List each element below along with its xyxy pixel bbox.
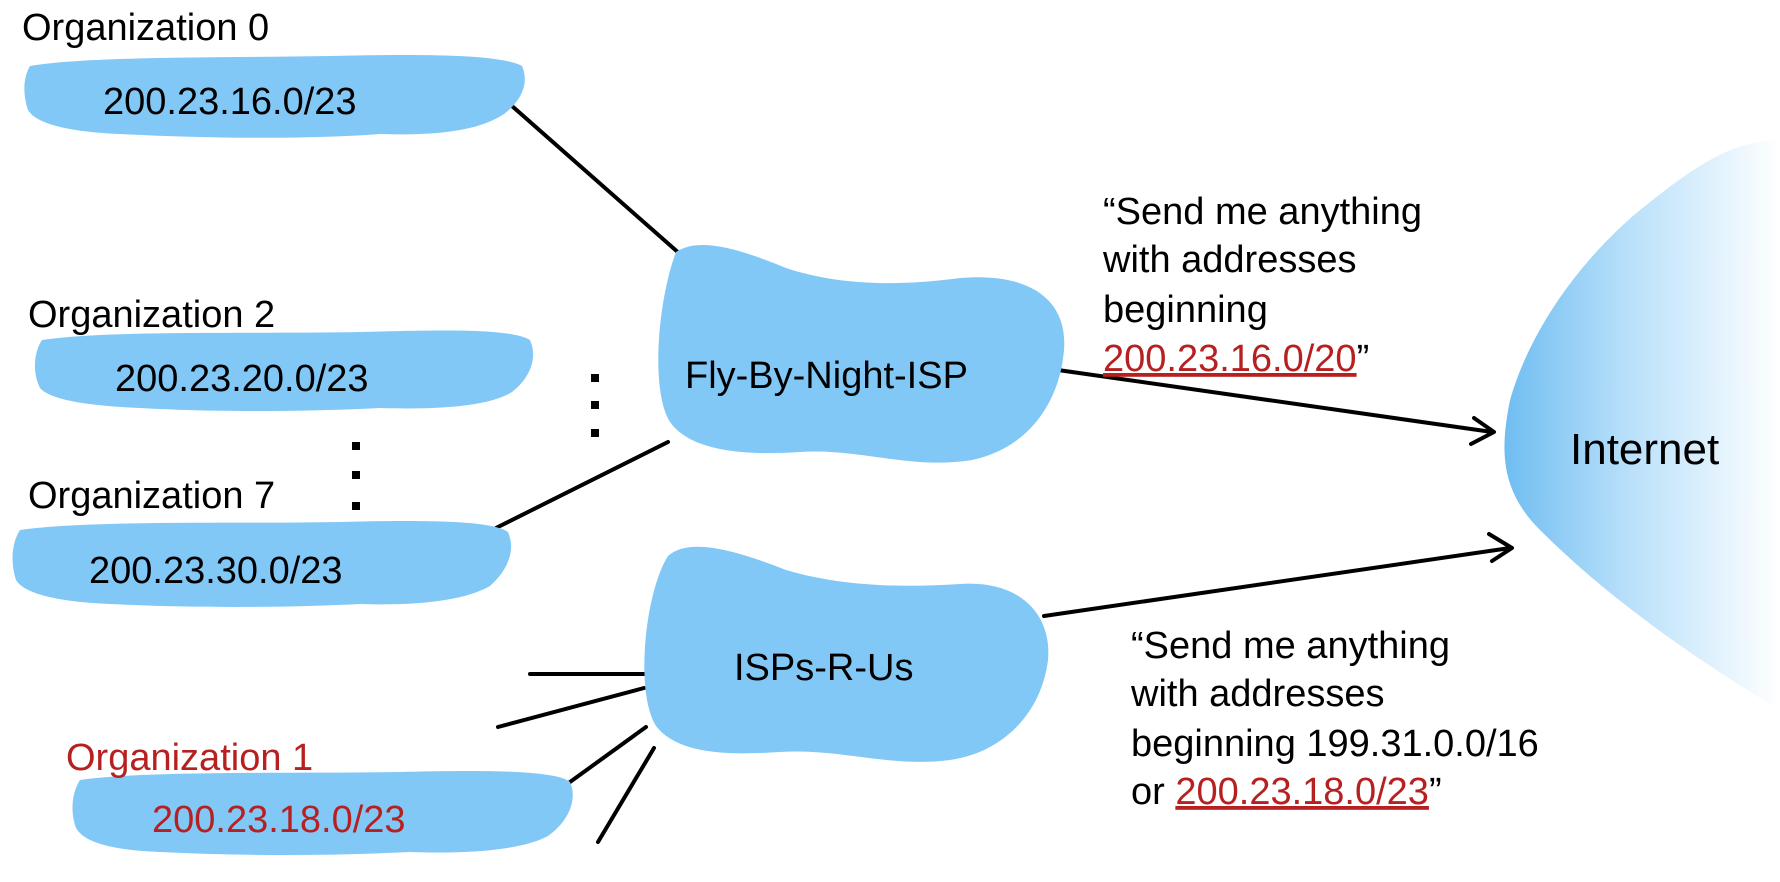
fly-by-night-isp-label: Fly-By-Night-ISP xyxy=(685,355,968,397)
org2-label: Organization 2 xyxy=(28,294,275,336)
org1-prefix: 200.23.18.0/23 xyxy=(152,799,406,841)
org0-cloud xyxy=(24,55,525,138)
isprus-advertisement-line2: with addresses xyxy=(1130,673,1384,715)
link-org1-isprus xyxy=(568,725,648,784)
org0-prefix: 200.23.16.0/23 xyxy=(103,81,357,123)
arrow-fbn-internet xyxy=(1056,368,1494,434)
org7-prefix: 200.23.30.0/23 xyxy=(89,550,343,592)
arrow-head-isprus xyxy=(1487,532,1514,563)
fbn-advertisement-prefix-line: 200.23.16.0/20” xyxy=(1103,338,1369,380)
fbn-advertisement-line3: beginning xyxy=(1103,289,1268,331)
ellipsis-dot xyxy=(591,374,599,382)
link-isprus-stub-3 xyxy=(596,746,656,844)
fly-by-night-isp-cloud xyxy=(658,244,1065,463)
ellipsis-dot xyxy=(591,401,599,409)
isprus-advertised-prefix: 200.23.18.0/23 xyxy=(1175,771,1429,813)
org2-prefix: 200.23.20.0/23 xyxy=(115,358,369,400)
link-org0-fbn xyxy=(510,104,682,256)
link-isprus-stub-2 xyxy=(496,686,646,729)
isprus-advertisement-line3: beginning 199.31.0.0/16 xyxy=(1131,723,1539,765)
fbn-advertised-prefix: 200.23.16.0/20 xyxy=(1103,338,1357,380)
fbn-close-quote: ” xyxy=(1357,338,1370,380)
ellipsis-dot xyxy=(352,442,360,450)
ellipsis-dot xyxy=(352,502,360,510)
org7-label: Organization 7 xyxy=(28,475,275,517)
internet-label: Internet xyxy=(1570,425,1719,474)
isprus-close-quote: ” xyxy=(1429,771,1442,813)
org7-cloud xyxy=(12,521,512,607)
arrow-isprus-internet xyxy=(1042,546,1512,618)
internet-cloud xyxy=(1504,140,1780,710)
org1-label: Organization 1 xyxy=(66,737,313,779)
org0-label: Organization 0 xyxy=(22,7,269,49)
link-org7-fbn xyxy=(494,440,670,530)
isprus-advertisement-prefix-line: or 200.23.18.0/23” xyxy=(1131,771,1442,813)
fbn-advertisement-line1: “Send me anything xyxy=(1103,191,1422,233)
ellipsis-dot xyxy=(352,471,360,479)
org2-cloud xyxy=(34,330,534,411)
isps-r-us-cloud xyxy=(644,546,1049,762)
arrow-head-fbn xyxy=(1469,416,1496,446)
isprus-advertisement-line1: “Send me anything xyxy=(1131,625,1450,667)
ellipsis-dot xyxy=(591,429,599,437)
fbn-advertisement-line2: with addresses xyxy=(1102,239,1356,281)
isps-r-us-label: ISPs-R-Us xyxy=(734,647,913,689)
isprus-or-word: or xyxy=(1131,771,1175,813)
org1-cloud xyxy=(72,771,573,855)
